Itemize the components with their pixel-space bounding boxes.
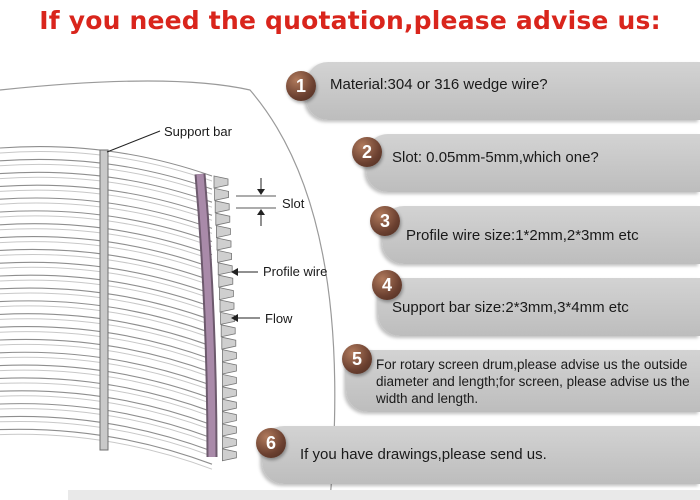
step-number-badge: 1 (286, 71, 316, 101)
wire-tooth (215, 212, 231, 226)
wire-tooth (222, 361, 237, 375)
step-text: Support bar size:2*3mm,3*4mm etc (392, 299, 629, 316)
step-text: Profile wire size:1*2mm,2*3mm etc (406, 227, 639, 244)
step-number-badge: 4 (372, 270, 402, 300)
wire-tooth (222, 423, 237, 437)
wire-tooth (222, 448, 237, 462)
wire-tooth (217, 249, 232, 263)
wedge-wire-diagram: Support bar Slot Profile wire Flow (0, 80, 336, 500)
flow-label: Flow (265, 311, 293, 326)
wire-tooth (217, 262, 233, 276)
wire-tooth (219, 287, 234, 301)
wire-tooth (219, 299, 235, 313)
wire-tooth (222, 435, 237, 449)
step-text: Material:304 or 316 wedge wire? (330, 76, 548, 93)
wire-tooth (222, 386, 237, 400)
support-bar-label: Support bar (164, 124, 233, 139)
wire-tooth (222, 373, 237, 387)
wire-tooth (222, 398, 237, 412)
wire-tooth (216, 225, 231, 239)
wire-tooth (220, 324, 236, 338)
wire-tooth (221, 336, 237, 350)
wire-tooth (222, 411, 237, 425)
wire-tooth (214, 187, 229, 201)
page-title: If you need the quotation,please advise … (39, 6, 661, 35)
wire-profile-teeth (213, 175, 237, 462)
wire-tooth (222, 349, 237, 363)
support-bar-leader (106, 130, 161, 153)
step-number-badge: 3 (370, 206, 400, 236)
footer-bar (68, 490, 700, 500)
step-number-badge: 6 (256, 428, 286, 458)
wire-tooth (213, 175, 229, 189)
step-text: Slot: 0.05mm-5mm,which one? (392, 149, 599, 166)
wire-tooth (220, 311, 235, 325)
step-number-badge: 5 (342, 344, 372, 374)
step-text: If you have drawings,please send us. (300, 446, 547, 463)
wire-tooth (214, 200, 230, 214)
support-bar-left (99, 149, 109, 451)
wire-tooth (218, 274, 234, 288)
step-text: For rotary screen drum,please advise us … (376, 357, 690, 406)
screen-outline (0, 80, 336, 500)
profile-wire-label: Profile wire (263, 264, 327, 279)
step-number-badge: 2 (352, 137, 382, 167)
slot-label: Slot (282, 196, 305, 211)
wire-tooth (216, 237, 232, 251)
